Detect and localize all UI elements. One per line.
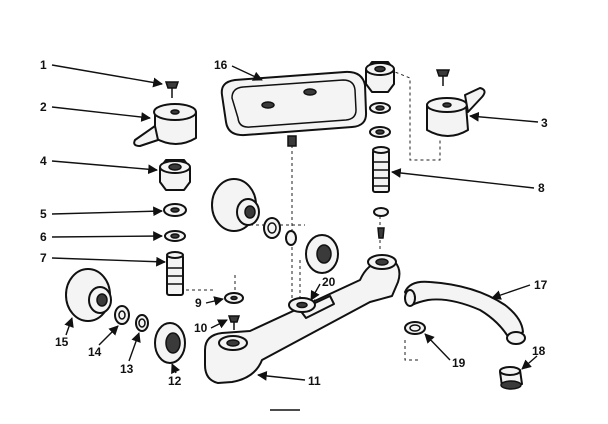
part-4-nut (159, 159, 191, 191)
callout-18: 18 (532, 344, 546, 358)
callout-8: 8 (538, 181, 545, 195)
leader-lines (51, 64, 539, 381)
part-12-union-nut (154, 322, 186, 364)
right-small-washer-screw (373, 207, 389, 239)
part-3-right-handle (426, 87, 486, 137)
part-9-washer (224, 292, 244, 304)
callout-17: 17 (534, 278, 548, 292)
part-8-stem (372, 146, 390, 193)
part-6-washer (164, 230, 186, 242)
callout-5: 5 (40, 207, 47, 221)
part-13-washer (135, 314, 149, 332)
callout-16: 16 (214, 58, 228, 72)
callout-4: 4 (40, 154, 47, 168)
part-20-clip (288, 297, 316, 313)
part-10-screw (227, 315, 241, 330)
part-16-soap-dish (220, 70, 368, 147)
callout-14: 14 (88, 345, 102, 359)
callout-3: 3 (541, 116, 548, 130)
part-5-washer (163, 203, 187, 217)
callout-11: 11 (308, 374, 321, 388)
callout-9: 9 (195, 296, 202, 310)
part-11-faucet-body (204, 254, 401, 384)
part-7-stem (166, 251, 184, 296)
callout-13: 13 (120, 362, 134, 376)
upper-wall-flange (211, 178, 297, 246)
part-15-wall-flange (65, 268, 112, 322)
part-18-aerator (499, 366, 523, 390)
callout-1: 1 (40, 58, 47, 72)
callout-6: 6 (40, 230, 47, 244)
callout-labels: 1 2 3 4 5 6 7 8 9 10 11 12 13 14 15 16 1… (40, 58, 548, 388)
right-washers (369, 102, 391, 138)
part-1-screw (164, 81, 180, 98)
part-4-nut-right (365, 61, 395, 93)
callout-15: 15 (55, 335, 69, 349)
part-2-left-handle (133, 103, 197, 147)
callout-7: 7 (40, 251, 47, 265)
part-17-spout (404, 280, 526, 345)
callout-20: 20 (322, 275, 336, 289)
callout-19: 19 (452, 356, 466, 370)
callout-10: 10 (194, 321, 208, 335)
part-14-washer (114, 305, 130, 325)
part-3-screw (435, 69, 451, 86)
part-19-o-ring (404, 321, 426, 335)
callout-2: 2 (40, 100, 47, 114)
upper-union-nut (305, 234, 339, 274)
callout-12: 12 (168, 374, 182, 388)
